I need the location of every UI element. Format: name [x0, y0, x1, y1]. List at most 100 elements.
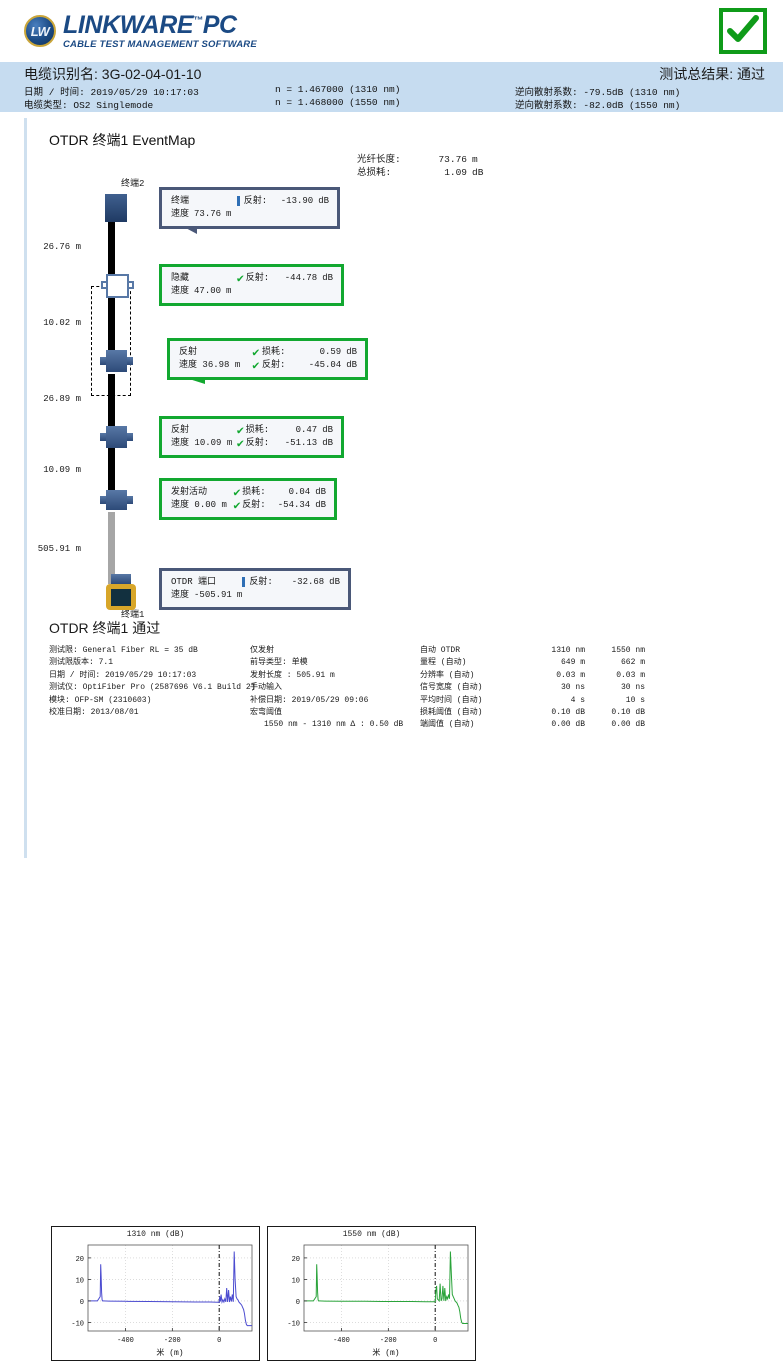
result-line: 1550 nm - 1310 nm Δ : 0.50 dB: [264, 720, 404, 730]
event-icon-reflective-1[interactable]: [100, 350, 133, 372]
pass-tick-icon: ✔: [233, 485, 241, 500]
callout-dist-row: 速度 0.00 m ✔ 反射: -54.34 dB: [171, 499, 326, 512]
fiber-length-row: 光纤长度: 73.76 m: [357, 154, 483, 167]
fiber-length-unit: m: [472, 154, 478, 165]
callout-dist-value: 36.98: [202, 360, 230, 371]
pass-tick-icon: ✔: [236, 271, 244, 286]
fiber-segment-3: [108, 374, 115, 426]
callout-value: 0.47: [295, 425, 318, 435]
callout-value: -13.90: [280, 196, 314, 206]
callout-dist-label: 速度: [171, 590, 190, 601]
row-value-1550: 0.00 dB: [611, 720, 645, 730]
svg-text:-10: -10: [287, 1320, 300, 1328]
result-line: 测试仪: OptiFiber Pro (2587696 V6.1 Build 2…: [49, 683, 256, 693]
terminal2-label: 终端2: [121, 179, 145, 189]
pass-tick-icon: ✔: [236, 423, 244, 438]
table-row: 损耗阈值 (自动) 0.10 dB 0.10 dB: [420, 707, 720, 719]
logo-subtitle: CABLE TEST MANAGEMENT SOFTWARE: [63, 39, 257, 50]
callout-unit: dB: [346, 360, 358, 371]
callout-key: 损耗:: [242, 487, 266, 497]
svg-text:0: 0: [217, 1337, 221, 1345]
event-icon-terminal[interactable]: [105, 194, 127, 222]
event-icon-otdr-port[interactable]: [106, 574, 136, 610]
callout-dist: 速度 36.98 m: [179, 359, 250, 372]
info-icon: [238, 576, 249, 589]
callout-hidden[interactable]: 隐藏 ✔ 反射: -44.78 dB 速度 47.00 m: [159, 264, 344, 307]
callout-value: -51.13: [284, 438, 318, 449]
table-header-row: 自动 OTDR 1310 nm 1550 nm: [420, 645, 720, 657]
info-icon: [233, 195, 244, 208]
callout-launch[interactable]: 发射活动 ✔ 损耗: 0.04 dB 速度 0.00 m ✔ 反射: -54.3…: [159, 478, 337, 521]
result-line: 发射长度 : 505.91 m: [250, 670, 335, 680]
callout-terminal[interactable]: 终端 反射: -13.90 dB 速度 73.76 m: [159, 187, 340, 230]
callout-key: 反射:: [245, 438, 270, 449]
result-line: 宏弯阈值: [250, 707, 282, 717]
row-value-1550: 0.10 dB: [611, 707, 645, 717]
pass-tick-icon: ✔: [252, 345, 260, 360]
test-datetime: 日期 / 时间: 2019/05/29 10:17:03: [24, 87, 199, 98]
callout-type-row: OTDR 端口 反射: -32.68 dB: [171, 576, 340, 589]
result-line: 测试限: General Fiber RL = 35 dB: [49, 646, 198, 655]
callout-type-row: 反射 ✔ 损耗: 0.47 dB: [171, 424, 333, 437]
callout-otdr-port[interactable]: OTDR 端口 反射: -32.68 dB 速度 -505.91 m: [159, 568, 351, 611]
svg-text:0: 0: [433, 1337, 437, 1345]
backscatter-1310: 逆向散射系数: -79.5dB (1310 nm): [515, 87, 681, 98]
pass-check-icon: [719, 8, 767, 54]
svg-text:米 (m): 米 (m): [372, 1347, 399, 1358]
logo-title-pc: PC: [202, 11, 237, 39]
pass-tick-icon: ✔: [233, 498, 241, 513]
table-header-1550: 1550 nm: [611, 646, 645, 655]
table-row: 分辨率 (自动) 0.03 m 0.03 m: [420, 670, 720, 682]
fiber-length-label: 光纤长度:: [357, 154, 401, 165]
callout-dist-label: 速度: [179, 360, 198, 371]
callout-dist-value: 47.00: [194, 286, 222, 297]
svg-text:20: 20: [292, 1256, 300, 1264]
callout-pointers: [167, 190, 205, 604]
fiber-segment-4: [108, 448, 115, 490]
row-value-1550: 30 ns: [620, 683, 645, 693]
svg-text:-400: -400: [333, 1337, 350, 1345]
callout-unit: dB: [329, 577, 340, 587]
row-name: 端阈值 (自动): [420, 720, 475, 730]
svg-text:-200: -200: [164, 1337, 181, 1345]
segment-distance-4: 10.09 m: [43, 465, 81, 475]
callout-dist-row: 速度 73.76 m: [171, 208, 329, 221]
callout-reflective-1[interactable]: 反射 ✔ 损耗: 0.59 dB 速度 36.98 m ✔ 反射: -45.04…: [167, 338, 368, 381]
table-row: 信号宽度 (自动) 30 ns 30 ns: [420, 682, 720, 694]
table-row: 量程 (自动) 649 m 662 m: [420, 657, 720, 669]
results-right-table: 自动 OTDR 1310 nm 1550 nm 量程 (自动) 649 m 66…: [420, 645, 720, 732]
result-line: 日期 / 时间: 2019/05/29 10:17:03: [49, 670, 197, 680]
callout-type-row: 终端 反射: -13.90 dB: [171, 195, 329, 208]
row-value-1310: 4 s: [570, 695, 585, 705]
event-icon-hidden[interactable]: [101, 274, 134, 298]
callout-type-row: 发射活动 ✔ 损耗: 0.04 dB: [171, 486, 326, 499]
callout-reflective-2[interactable]: 反射 ✔ 损耗: 0.47 dB 速度 10.09 m ✔ 反射: -51.13…: [159, 416, 344, 459]
refractive-index-1550: n = 1.468000 (1550 nm): [275, 97, 401, 108]
callout-type: 反射: [179, 347, 198, 357]
callout-dist-row: 速度 47.00 m: [171, 285, 333, 298]
callout-type: 隐藏: [171, 273, 190, 283]
callout-dist-row: 速度 10.09 m ✔ 反射: -51.13 dB: [171, 437, 333, 450]
table-row: 平均时间 (自动) 4 s 10 s: [420, 695, 720, 707]
pass-tick-icon: ✔: [252, 358, 260, 373]
result-line: 模块: OFP-SM (2310603): [49, 695, 152, 705]
event-icon-launch[interactable]: [100, 490, 133, 510]
fiber-length-value: 73.76: [438, 154, 467, 165]
row-value-1310: 649 m: [560, 658, 585, 668]
callout-key: 反射:: [261, 360, 286, 371]
row-name: 平均时间 (自动): [420, 695, 483, 705]
event-icon-reflective-2[interactable]: [100, 426, 133, 448]
callout-type: 终端: [171, 196, 190, 206]
svg-text:0: 0: [296, 1299, 300, 1307]
row-name: 分辨率 (自动): [420, 670, 475, 680]
callout-unit: dB: [322, 425, 333, 435]
backscatter-1550: 逆向散射系数: -82.0dB (1550 nm): [515, 100, 681, 111]
svg-text:-400: -400: [117, 1337, 134, 1345]
row-value-1310: 0.00 dB: [551, 720, 585, 730]
row-value-1550: 0.03 m: [616, 670, 645, 680]
callout-key: 反射:: [249, 577, 273, 587]
